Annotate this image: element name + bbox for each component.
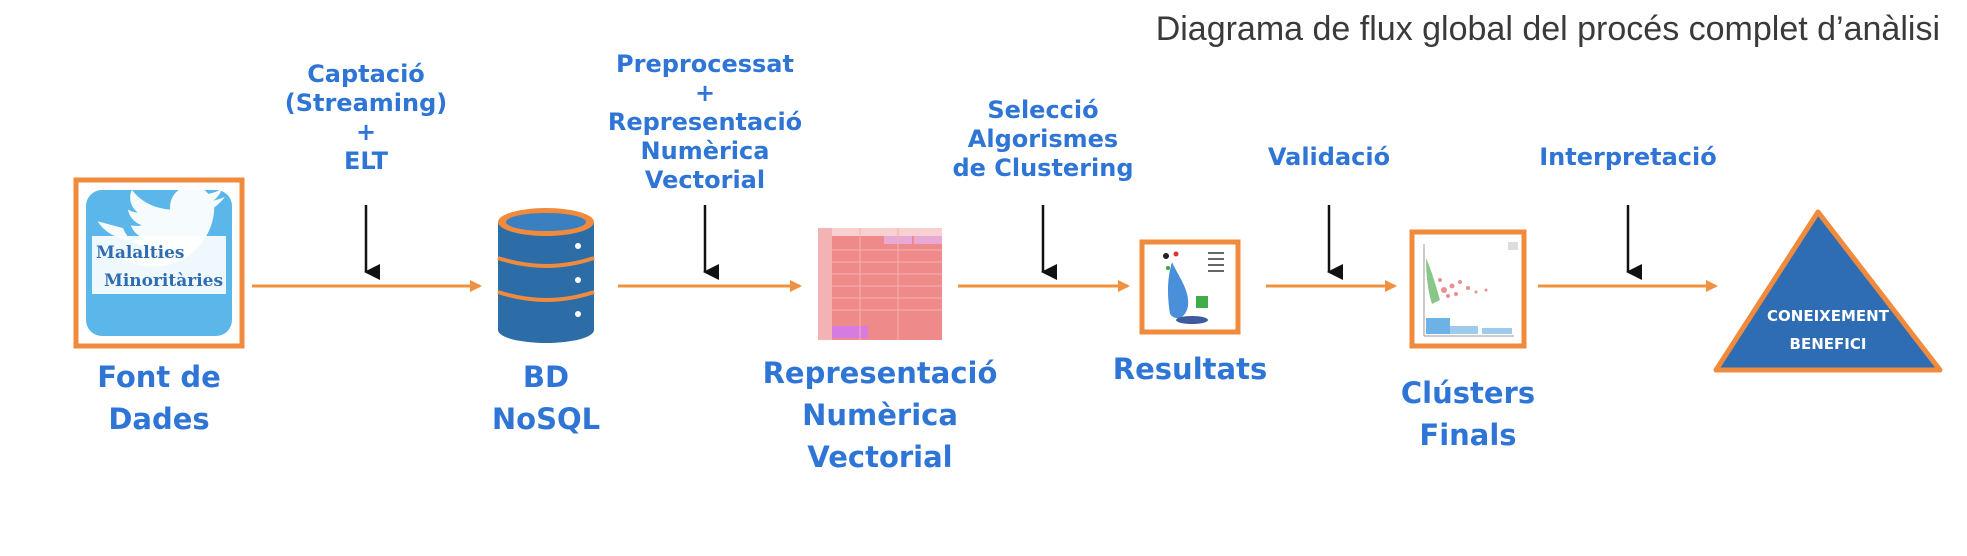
- stage-db-line-2: NoSQL: [491, 402, 601, 436]
- step-preprocess-line-5: Vectorial: [644, 166, 766, 194]
- scatter-plot-icon: [1139, 239, 1241, 335]
- stage-results: Resultats: [1110, 348, 1270, 390]
- stage-vector: Representació Numèrica Vectorial: [750, 352, 1010, 478]
- step-preprocess-line-4: Numèrica: [640, 137, 770, 165]
- source-card: [73, 177, 245, 349]
- step-capture-line-4: ELT: [343, 147, 389, 175]
- stage-vector-line-1: Representació: [762, 356, 998, 390]
- step-validation-line-1: Validació: [1267, 143, 1391, 171]
- step-selection-line-1: Selecció: [987, 96, 1099, 124]
- step-selection: Selecció Algorismes de Clustering: [943, 96, 1143, 183]
- stage-clusters-line-2: Finals: [1419, 418, 1517, 452]
- knowledge-line-1: CONEIXEMENT: [1767, 307, 1889, 325]
- diagram-title: Diagrama de flux global del procés compl…: [1155, 10, 1940, 48]
- knowledge-line-2: BENEFICI: [1789, 335, 1867, 353]
- stage-vector-line-2: Numèrica: [802, 398, 958, 432]
- step-interpretation: Interpretació: [1528, 143, 1728, 172]
- stage-source-line-1: Font de: [97, 360, 221, 394]
- step-interpretation-line-1: Interpretació: [1539, 143, 1717, 171]
- stage-db: BD NoSQL: [466, 356, 626, 440]
- stage-vector-line-3: Vectorial: [807, 440, 953, 474]
- stage-source-line-2: Dades: [108, 402, 210, 436]
- step-validation: Validació: [1239, 143, 1419, 172]
- stage-results-line-1: Resultats: [1112, 352, 1268, 386]
- stage-db-line-1: BD: [522, 360, 570, 394]
- stage-clusters: Clústers Finals: [1388, 372, 1548, 456]
- step-preprocess-line-3: Representació: [607, 108, 803, 136]
- step-preprocess-line-1: Preprocessat: [616, 50, 794, 78]
- step-preprocess: Preprocessat + Representació Numèrica Ve…: [590, 50, 820, 195]
- stage-clusters-line-1: Clústers: [1400, 376, 1536, 410]
- triangle-icon: [1713, 209, 1943, 373]
- step-selection-line-2: Algorismes: [967, 125, 1119, 153]
- source-card-line2: Minoritàries: [104, 271, 223, 291]
- table-thumbnail-icon: [818, 228, 942, 340]
- knowledge-label: CONEIXEMENT BENEFICI: [1738, 302, 1918, 358]
- step-capture: Captació (Streaming) + ELT: [266, 60, 466, 176]
- stage-source: Font de Dades: [79, 356, 239, 440]
- step-capture-line-2: (Streaming): [284, 89, 448, 117]
- source-card-line1: Malalties: [96, 243, 184, 263]
- step-capture-line-1: Captació: [307, 60, 425, 88]
- cluster-plot-icon: [1409, 229, 1527, 349]
- step-selection-line-3: de Clustering: [952, 154, 1134, 182]
- database-icon: [497, 208, 595, 343]
- step-capture-line-3: +: [355, 118, 377, 146]
- step-preprocess-line-2: +: [694, 79, 716, 107]
